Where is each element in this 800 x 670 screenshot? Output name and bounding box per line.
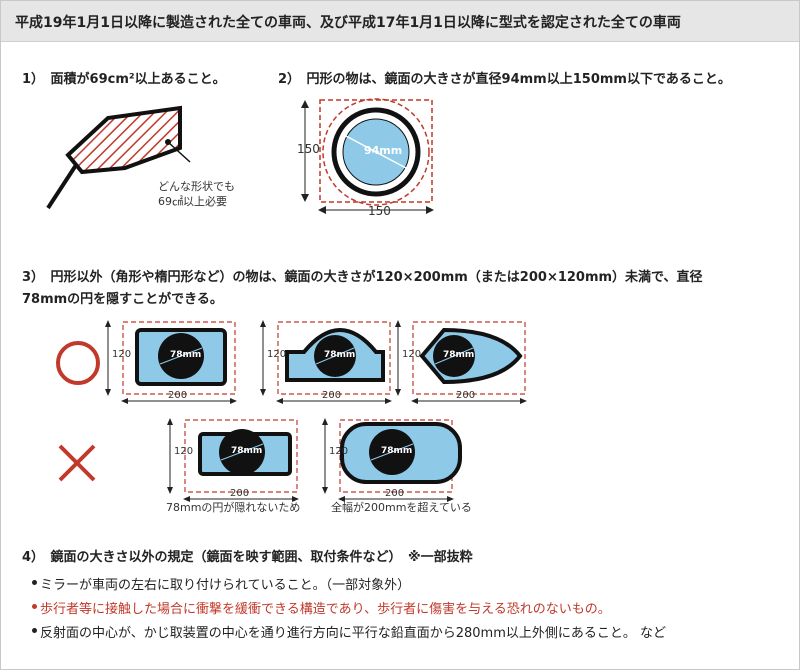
ok3-width-label: 200 <box>456 390 476 401</box>
ok1-height-label: 120 <box>112 349 132 360</box>
width-150-label: 150 <box>368 204 391 218</box>
diameter-label: 94mm <box>364 144 403 157</box>
area-note-line1: どんな形状でも <box>158 180 235 193</box>
section3-title-line2: 78mmの円を隠すことができる。 <box>22 292 223 307</box>
round-mirror-figure <box>301 98 434 214</box>
height-150-label: 150 <box>297 142 320 156</box>
ng2-height-label: 120 <box>329 446 349 457</box>
ok1-circle-label: 78mm <box>170 350 202 360</box>
ok-circle-symbol <box>56 341 100 385</box>
non-round-mirror-figures <box>56 320 527 502</box>
ng1-width-label: 200 <box>230 488 250 499</box>
ok3-height-label: 120 <box>402 349 422 360</box>
rule-item-1: ミラーが車両の左右に取り付けられていること。（一部対象外） <box>32 574 410 593</box>
ng1-caption: 78mmの円が隠れないため <box>166 501 301 514</box>
area-note-line2: 69㎠以上必要 <box>158 195 227 208</box>
ok2-height-label: 120 <box>267 349 287 360</box>
ng2-width-label: 200 <box>385 488 405 499</box>
ng2-circle-label: 78mm <box>381 446 413 456</box>
mirror-stem <box>46 160 80 210</box>
ng1-height-label: 120 <box>174 446 194 457</box>
irregular-mirror-shape <box>65 105 182 175</box>
rule-item-2: 歩行者等に接触した場合に衝撃を緩衝できる構造であり、歩行者に傷害を与える恐れのな… <box>32 598 611 617</box>
section1-title: 1） 面積が69cm²以上あること。 <box>22 72 226 87</box>
size-limit-box <box>319 99 433 203</box>
section3-title-line1: 3） 円形以外（角形や楕円形など）の物は、鏡面の大きさが120×200mm（また… <box>22 270 703 285</box>
ok3-circle-label: 78mm <box>443 350 475 360</box>
section2-title: 2） 円形の物は、鏡面の大きさが直径94mm以上150mm以下であること。 <box>278 72 731 87</box>
ok1-width-label: 200 <box>168 390 188 401</box>
page-title: 平成19年1月1日以降に製造された全ての車両、及び平成17年1月1日以降に型式を… <box>15 15 681 31</box>
outer-limit-circle <box>322 98 430 206</box>
rule-item-3: 反射面の中心が、かじ取装置の中心を通り進行方向に平行な鉛直面から280mm以上外… <box>32 622 666 641</box>
section4-title: 4） 鏡面の大きさ以外の規定（鏡面を映す範囲、取付条件など） ※一部抜粋 <box>22 550 473 565</box>
ok2-circle-label: 78mm <box>324 350 356 360</box>
page-header: 平成19年1月1日以降に製造された全ての車両、及び平成17年1月1日以降に型式を… <box>1 1 799 42</box>
mirror-area-figure <box>46 105 191 210</box>
ng1-circle-label: 78mm <box>231 446 263 456</box>
ok2-width-label: 200 <box>322 390 342 401</box>
ng2-caption: 全幅が200mmを超えている <box>331 501 472 514</box>
